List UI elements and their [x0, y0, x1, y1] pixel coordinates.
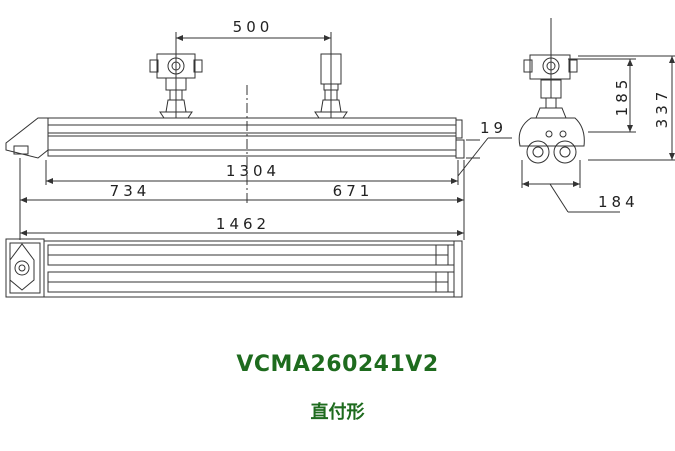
dimension-184 [521, 160, 620, 213]
dimension-1304 [45, 160, 459, 185]
front-view-luminaire [5, 85, 465, 205]
dimension-671 [247, 160, 465, 205]
dim-337-label: 337 [653, 88, 671, 129]
dimension-185 [568, 58, 636, 133]
dimension-1462 [19, 158, 465, 240]
side-view-luminaire [518, 18, 585, 164]
dim-1304-label: 1304 [226, 162, 280, 180]
plan-view-luminaire [5, 238, 463, 298]
right-mount-bracket [314, 38, 348, 119]
dim-500-label: 500 [233, 18, 274, 36]
model-number: VCMA260241V2 [236, 352, 439, 377]
left-mount-bracket [149, 38, 203, 119]
dim-671-label: 671 [333, 182, 374, 200]
dim-185-label: 185 [613, 76, 631, 117]
dim-19-label: 19 [480, 119, 507, 137]
dimension-19-leader [457, 137, 512, 177]
dim-734-label: 734 [110, 182, 151, 200]
dim-184-label: 184 [598, 193, 639, 211]
dim-1462-label: 1462 [216, 215, 270, 233]
dimension-337 [578, 55, 675, 161]
mount-type-label: 直付形 [310, 402, 365, 423]
